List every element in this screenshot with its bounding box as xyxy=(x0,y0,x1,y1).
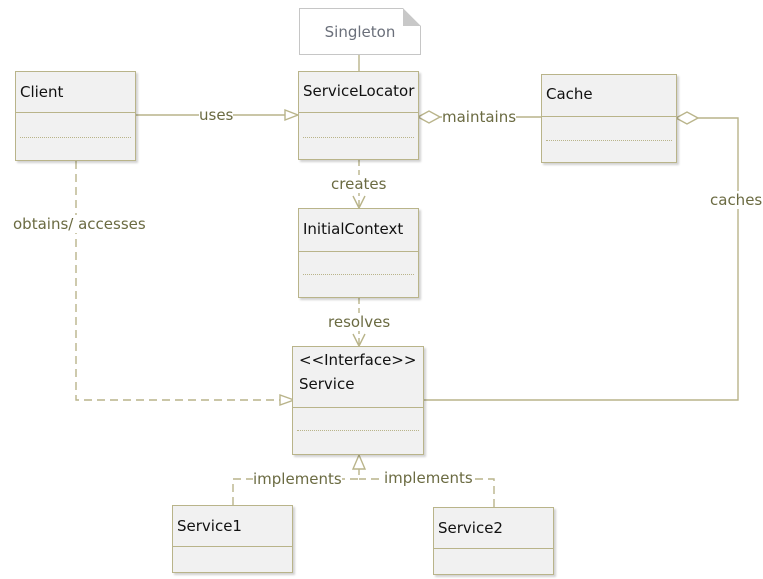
uses-label: uses xyxy=(199,106,234,124)
maintains-label: maintains xyxy=(442,108,517,126)
implements1-connector xyxy=(232,469,360,505)
obtains-connector xyxy=(75,161,292,401)
implements2-label: implements xyxy=(384,469,473,487)
class-name: Service2 xyxy=(438,519,503,537)
class-name: Client xyxy=(20,83,64,101)
attribute-separator xyxy=(297,430,419,431)
class-name: InitialContext xyxy=(303,220,404,238)
obtains-label: obtains/ accesses xyxy=(13,215,146,233)
compartment-divider xyxy=(16,112,135,113)
interface-stereotype: <<Interface>> xyxy=(299,351,417,369)
creates-label: creates xyxy=(331,175,387,193)
singleton-note: Singleton xyxy=(299,8,421,55)
attribute-separator xyxy=(303,137,414,138)
compartment-divider xyxy=(299,112,418,113)
compartment-divider xyxy=(173,546,292,547)
class-client[interactable]: Client xyxy=(15,71,136,161)
class-name: ServiceLocator xyxy=(303,82,415,100)
class-cache[interactable]: Cache xyxy=(541,74,677,163)
compartment-divider xyxy=(542,116,676,117)
class-name: Service1 xyxy=(177,517,242,535)
attribute-separator xyxy=(20,137,131,138)
compartment-divider xyxy=(434,548,553,549)
class-service-locator[interactable]: ServiceLocator xyxy=(298,71,419,160)
maintains-diamond xyxy=(416,110,442,124)
implements1-label: implements xyxy=(253,470,342,488)
class-name: Service xyxy=(299,375,355,393)
uses-arrowhead xyxy=(284,108,300,122)
class-service1[interactable]: Service1 xyxy=(172,505,293,573)
attribute-separator xyxy=(546,140,672,141)
class-service2[interactable]: Service2 xyxy=(433,507,554,575)
compartment-divider xyxy=(299,251,418,252)
resolves-label: resolves xyxy=(328,313,391,331)
interface-service[interactable]: <<Interface>> Service xyxy=(292,346,424,455)
class-initial-context[interactable]: InitialContext xyxy=(298,208,419,298)
attribute-separator xyxy=(303,274,414,275)
caches-label: caches xyxy=(710,191,763,209)
caches-connector xyxy=(424,117,739,401)
realization-arrowhead xyxy=(351,453,367,470)
obtains-arrowhead xyxy=(279,394,297,406)
class-name: Cache xyxy=(546,85,593,103)
caches-diamond xyxy=(674,111,700,125)
note-text: Singleton xyxy=(324,23,396,41)
compartment-divider xyxy=(293,407,423,408)
note-fold-icon xyxy=(403,8,421,26)
